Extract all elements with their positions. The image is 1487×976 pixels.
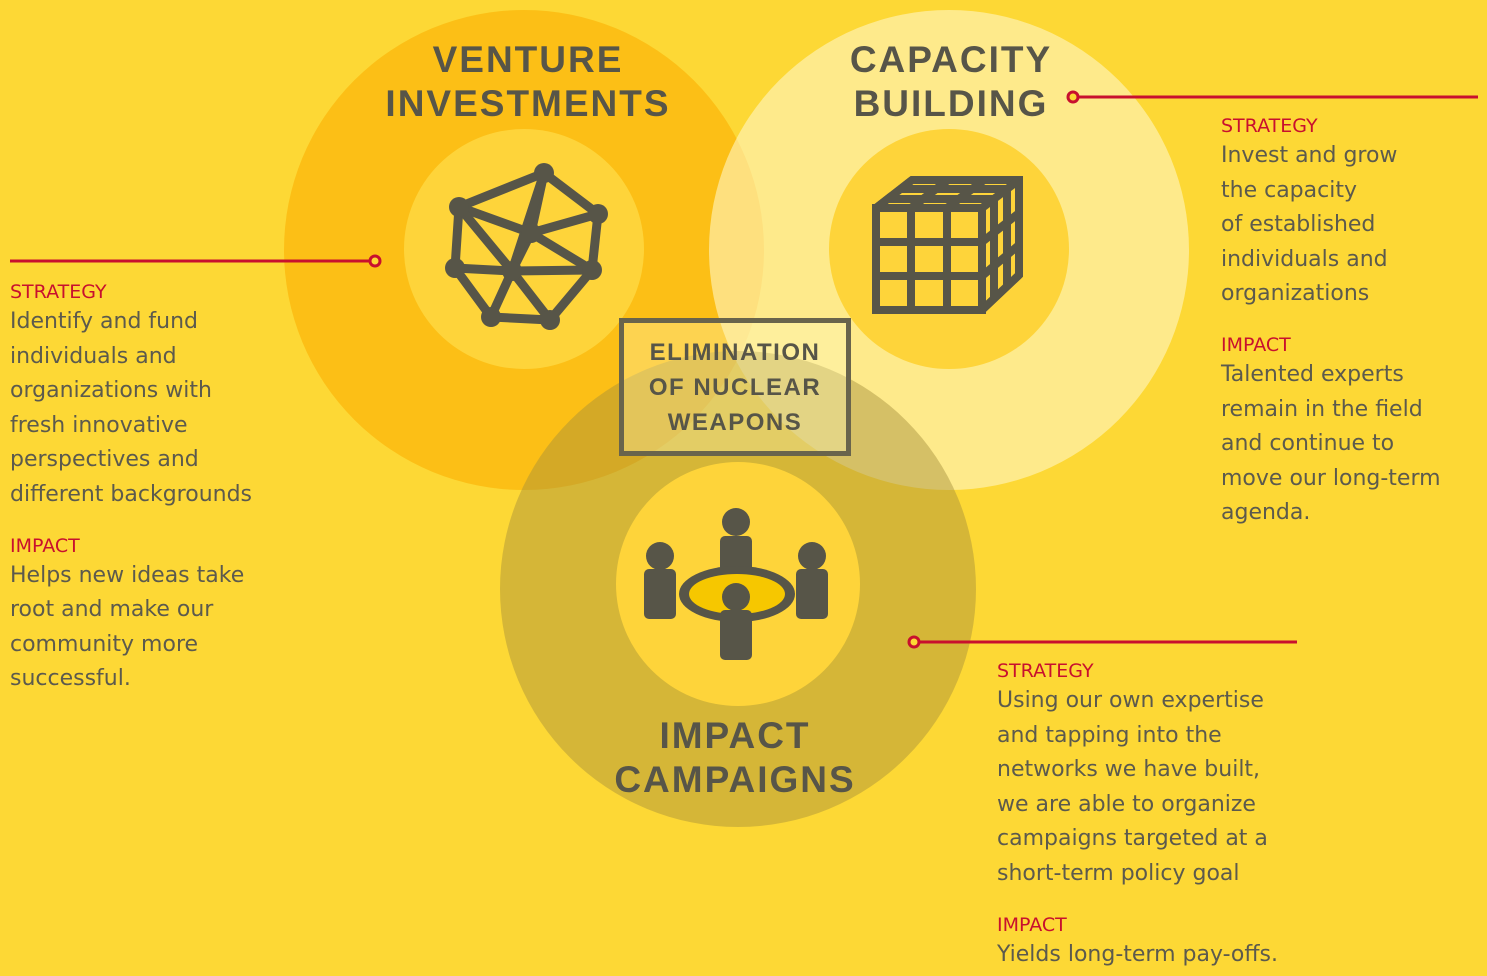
network-graph-icon [445,163,608,330]
center-line1: ELIMINATION [649,338,821,366]
capacity-description: STRATEGY Invest and grow the capacity of… [1221,113,1481,531]
capacity-strategy-text: Invest and grow the capacity of establis… [1221,143,1398,307]
venture-description: STRATEGY Identify and fund individuals a… [10,279,300,697]
impact-campaigns-title: IMPACT CAMPAIGNS [610,714,860,802]
impact-title-line2: CAMPAIGNS [614,759,856,800]
capacity-title-line1: CAPACITY [849,39,1053,80]
center-line3: WEAPONS [667,408,803,436]
venture-connector [10,254,382,268]
cube-grid-icon [872,176,1023,314]
impact-strategy-label: STRATEGY [997,660,1094,682]
impact-impact-text: Yields long-term pay-offs. [997,941,1278,967]
capacity-connector [1066,90,1478,104]
capacity-impact-text: Talented experts remain in the field and… [1221,361,1441,526]
venture-strategy-text: Identify and fund individuals and organi… [10,309,253,507]
impact-description: STRATEGY Using our own expertise and tap… [997,658,1307,972]
venture-title-line2: INVESTMENTS [385,83,671,124]
capacity-strategy-label: STRATEGY [1221,115,1318,137]
venture-strategy-label: STRATEGY [10,281,107,303]
venture-impact-text: Helps new ideas take root and make our c… [10,562,245,692]
impact-strategy-text: Using our own expertise and tapping into… [997,688,1268,886]
capacity-title-line2: BUILDING [853,83,1049,124]
people-around-table-icon [644,508,828,660]
center-line2: OF NUCLEAR [648,373,822,401]
elimination-of-nuclear-weapons-box: ELIMINATION OF NUCLEAR WEAPONS [619,318,851,456]
venture-title-line1: VENTURE [432,39,624,80]
venture-investments-title: VENTURE INVESTMENTS [380,38,676,126]
impact-connector [907,635,1297,649]
impact-title-line1: IMPACT [659,715,811,756]
capacity-building-title: CAPACITY BUILDING [826,38,1076,126]
capacity-impact-label: IMPACT [1221,333,1291,356]
venture-impact-label: IMPACT [10,534,80,557]
impact-impact-label: IMPACT [997,913,1067,936]
